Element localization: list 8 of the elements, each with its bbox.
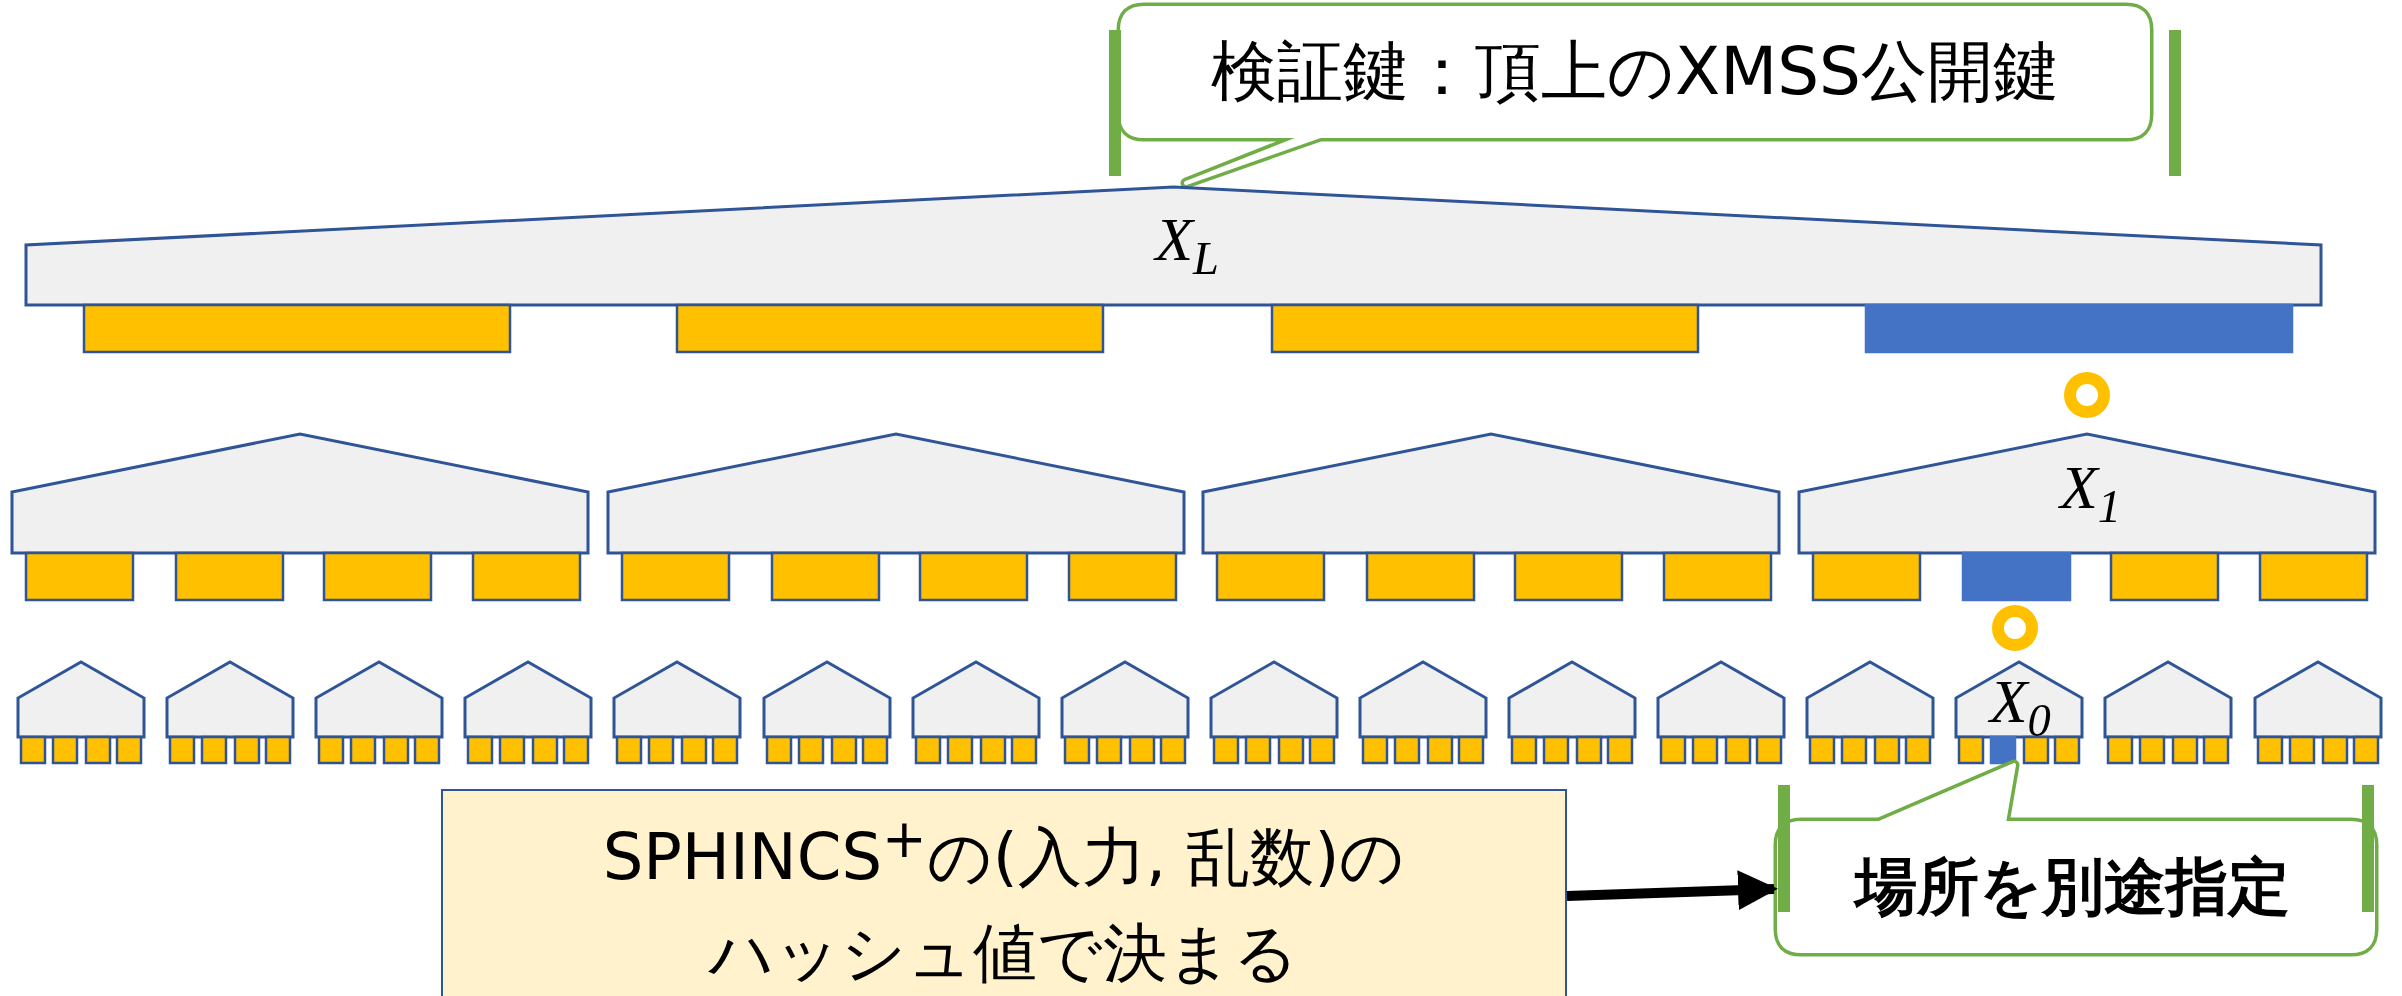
note-text: SPHINCS$^{+}$の(入力, 乱数)のハッシュ値で決まる (601, 806, 1407, 993)
math-label: X$_{1}$ (2059, 455, 2122, 531)
arrow (1566, 870, 1778, 911)
callout-text: 場所を別途指定 (1854, 856, 2290, 918)
math-label: X$_{L}$ (1155, 207, 1219, 283)
math-label: X$_{0}$ (1989, 669, 2051, 745)
note-box (441, 789, 1567, 996)
callout-text: 検証鍵：頂上のXMSS公開鍵 (1211, 39, 2059, 105)
